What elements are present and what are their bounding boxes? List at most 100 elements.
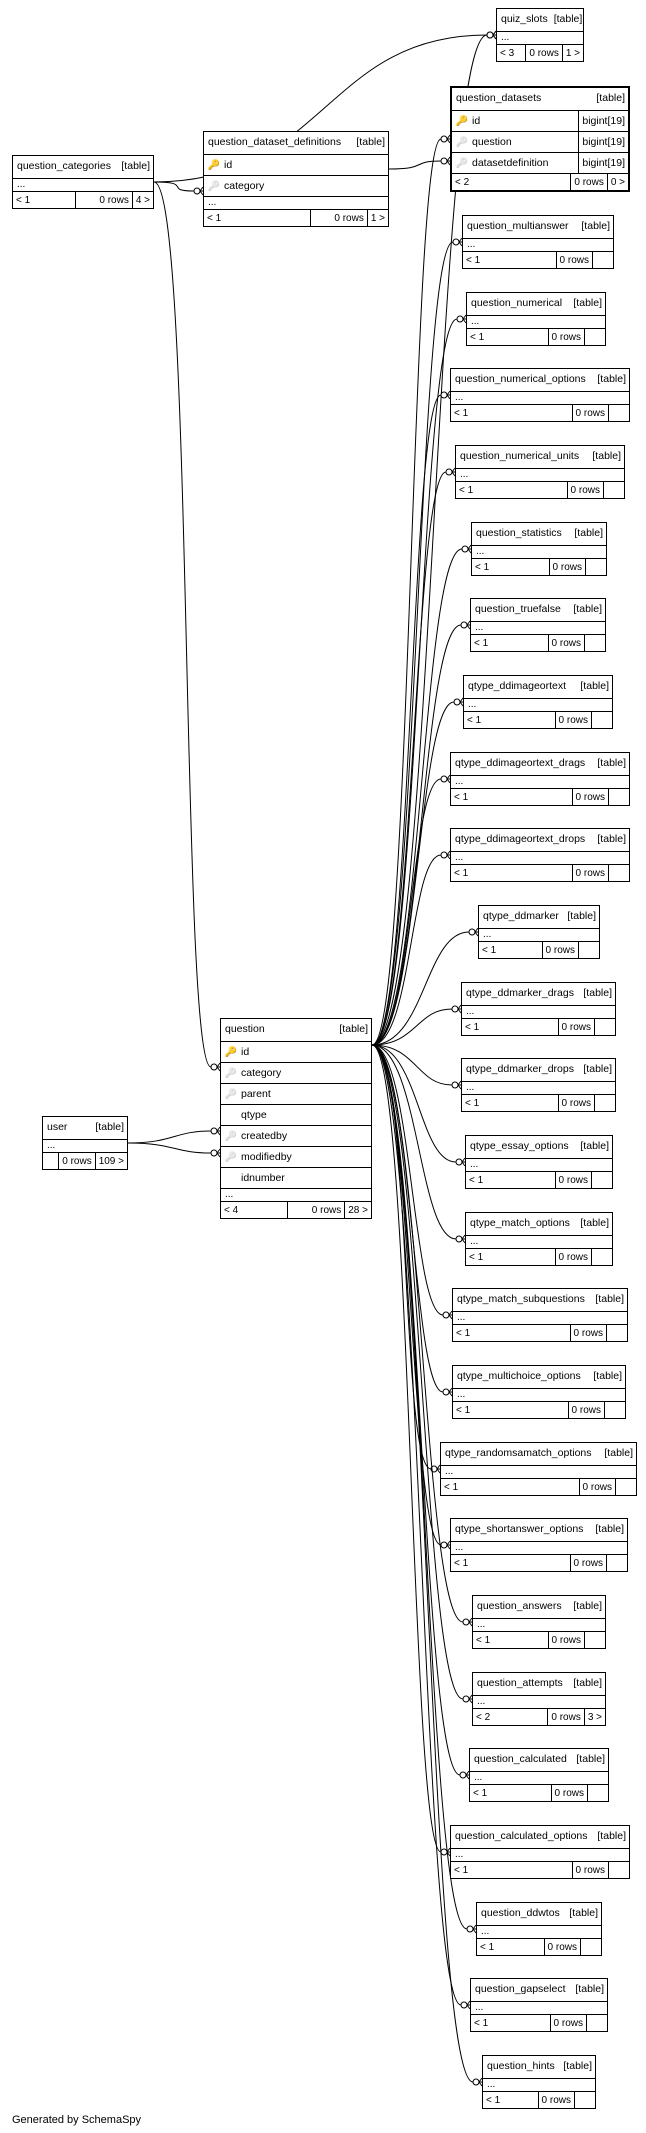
table-name: question — [225, 1023, 265, 1035]
edge-many-marker — [448, 1310, 453, 1320]
relationship-edge — [371, 1044, 444, 1393]
column-name: id — [472, 114, 481, 127]
table-header: question_numerical[table] — [467, 293, 605, 316]
table-name: quiz_slots — [501, 13, 548, 25]
edge-optional-marker — [440, 1848, 448, 1856]
table-header: qtype_match_subquestions [table] — [453, 1289, 627, 1312]
table-header: qtype_ddimageortext[table] — [464, 676, 612, 699]
more-columns: ... — [43, 1140, 127, 1153]
table-header: qtype_ddmarker_drops[table] — [462, 1059, 615, 1082]
more-columns: ... — [456, 469, 624, 482]
table-type-tag: [table] — [573, 297, 602, 309]
more-columns: ... — [462, 1082, 615, 1095]
parents-count: < 1 — [475, 561, 490, 573]
table-header: question_calculated_options[table] — [451, 1826, 629, 1849]
parents-count: < 1 — [469, 1251, 484, 1263]
column-name: question — [472, 135, 512, 148]
table-type-tag: [table] — [563, 2060, 592, 2072]
edge-optional-marker — [445, 468, 453, 476]
column-name: idnumber — [241, 1171, 285, 1184]
generated-by-footer: Generated by SchemaSpy — [12, 2114, 142, 2126]
primary-key-icon: 🔑 — [455, 115, 469, 127]
column-type: bigint[19] — [578, 153, 628, 173]
column-name: id — [224, 158, 233, 171]
children-count — [574, 2092, 595, 2108]
more-columns: ... — [221, 1189, 371, 1202]
children-count: 28 > — [344, 1202, 371, 1218]
row-count: 0 rows — [525, 45, 561, 61]
table-name: question_truefalse — [475, 603, 561, 615]
relationship-edge — [371, 1044, 457, 1240]
edge-many-marker — [472, 1924, 477, 1934]
table-type-tag: [table] — [592, 450, 621, 462]
foreign-key-icon: 🔑 — [224, 1067, 238, 1079]
table-question-calculated-options[interactable]: question_calculated_options[table]...< 1… — [450, 1825, 630, 1879]
table-name: question_calculated — [474, 1753, 567, 1765]
table-type-tag: [table] — [595, 1293, 624, 1305]
edge-many-marker — [461, 1157, 466, 1167]
relationship-edge — [371, 1044, 442, 1853]
parents-count: < 1 — [486, 2094, 501, 2106]
table-name: qtype_ddmarker_drags — [466, 987, 574, 999]
edge-optional-marker — [440, 157, 448, 165]
parents-count: < 1 — [467, 714, 482, 726]
table-header: question_multianswer[table] — [463, 216, 613, 239]
more-columns: ... — [466, 1236, 612, 1249]
table-header: qtype_ddmarker[table] — [479, 906, 599, 929]
table-type-tag: [table] — [339, 1023, 368, 1035]
relationship-edge — [371, 138, 442, 1046]
parents-count: < 1 — [465, 1021, 480, 1033]
parents-count: < 1 — [474, 637, 489, 649]
children-count — [586, 2015, 607, 2031]
more-columns: ... — [451, 852, 629, 865]
parents-count: < 1 — [454, 1557, 469, 1569]
table-type-tag: [table] — [573, 1677, 602, 1689]
table-type-tag: [table] — [567, 910, 596, 922]
column-row: 🔑id — [221, 1042, 371, 1063]
table-qtype-randomsamatch-options[interactable]: qtype_randomsamatch_options[table]...< 1… — [440, 1442, 637, 1496]
edge-many-marker — [216, 1148, 221, 1158]
row-count: 0 rows — [287, 1202, 344, 1218]
table-name: qtype_match_subquestions — [457, 1293, 585, 1305]
edge-optional-marker — [210, 1149, 218, 1157]
table-question-dataset-definitions[interactable]: question_dataset_definitions[table]🔑id🔑c… — [203, 131, 389, 227]
table-name: question_multianswer — [467, 220, 569, 232]
